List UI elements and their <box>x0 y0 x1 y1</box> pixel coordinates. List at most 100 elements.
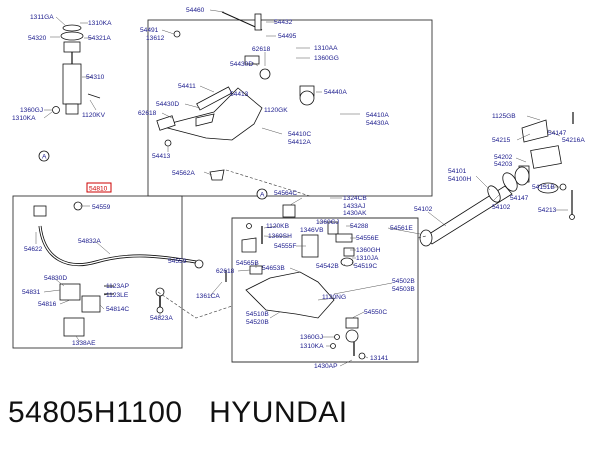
callout-label: 54520B <box>246 319 269 326</box>
callout-label: 54215 <box>492 137 511 144</box>
callout-label: 54413 <box>230 91 249 98</box>
callout-label: 54411 <box>178 83 196 90</box>
exploded-parts-diagram: A <box>12 7 585 370</box>
callout-label: 54410C <box>288 131 311 138</box>
callout-label: 54832A <box>78 238 101 245</box>
stabilizer-group-box <box>12 195 183 349</box>
callout-label: 54321A <box>88 35 111 42</box>
callout-label: 1433AJ <box>343 203 365 210</box>
callout-label: 54216A <box>562 137 585 144</box>
callout-label: 1310KA <box>12 115 36 122</box>
callout-label: 1360GJ <box>316 219 339 226</box>
upper-control-arm-part <box>156 11 315 181</box>
upper-arm-group-box <box>147 19 433 197</box>
callout-label: 54202 <box>494 154 513 161</box>
callout-label: 54320 <box>28 35 47 42</box>
callout-label: 54430D <box>156 101 179 108</box>
callout-label: 54550C <box>364 309 387 316</box>
callout-label: 54460 <box>186 7 205 14</box>
callout-label: 1324CB <box>343 195 367 202</box>
callout-label: 1310KA <box>300 343 324 350</box>
callout-label: 54831 <box>22 289 41 296</box>
callout-label: 1360GH <box>356 247 381 254</box>
callout-label: 54564C <box>274 190 297 197</box>
lower-control-arm-part <box>225 204 366 360</box>
callout-label: 54653B <box>262 265 285 272</box>
callout-label: 1120KB <box>266 223 290 230</box>
callout-label: 54430A <box>366 120 389 127</box>
callout-label: 54565B <box>236 260 259 267</box>
callout-label: 54502B <box>392 278 415 285</box>
callout-label: 62618 <box>138 110 157 117</box>
callout-label: 54213 <box>538 207 557 214</box>
callout-label: 54432 <box>274 19 293 26</box>
part-number: 54805H1100 <box>8 396 183 429</box>
callout-label: 54519C <box>354 263 377 270</box>
callout-label: 54830D <box>44 275 67 282</box>
callout-label: 54561E <box>390 225 413 232</box>
callout-label: 54101 <box>448 168 467 175</box>
callout-label: 54102 <box>492 204 511 211</box>
callout-label: 1430AP <box>314 363 338 370</box>
callout-label: 54816 <box>38 301 57 308</box>
callout-label: 62618 <box>252 46 271 53</box>
reference-marker-a-top <box>38 150 50 162</box>
callout-label: 54100H <box>448 176 471 183</box>
callout-labels: 1311GA 1310KA 54320 54321A 54310 1360GJ … <box>12 7 585 370</box>
callout-label: 54310 <box>86 74 105 81</box>
callout-label: 54440A <box>324 89 347 96</box>
callout-label: 54151B <box>532 184 555 191</box>
callout-label: 1123AP <box>106 283 130 290</box>
callout-label: 54814C <box>106 306 129 313</box>
callout-label: 54203 <box>494 161 513 168</box>
brand-name: HYUNDAI <box>209 396 348 429</box>
callout-label: 54510B <box>246 311 269 318</box>
callout-label: 1120KV <box>82 112 106 119</box>
callout-label: 1360GG <box>314 55 339 62</box>
reference-marker-a-mid-label: A <box>260 192 265 199</box>
callout-label: 54559 <box>92 204 111 211</box>
callout-label: 1360GJ <box>20 107 43 114</box>
callout-label: 54410A <box>366 112 389 119</box>
callout-label: 1311GA <box>30 14 54 21</box>
stabilizer-bar-part <box>33 201 204 337</box>
callout-label: 54413 <box>152 153 171 160</box>
highlighted-part-box <box>86 182 112 193</box>
callout-label: 1310AA <box>314 45 338 52</box>
highlighted-part-label: 54810 <box>89 186 108 193</box>
callout-label: 13141 <box>370 355 389 362</box>
callout-label: 1369SH <box>268 233 292 240</box>
reference-marker-a-mid <box>256 188 268 200</box>
callout-label: 54102 <box>414 206 433 213</box>
lower-arm-group-box <box>231 217 419 363</box>
callout-label: 54503B <box>392 286 415 293</box>
callout-label: 54412A <box>288 139 311 146</box>
callout-label: 1361CA <box>196 293 220 300</box>
callout-label: 54556E <box>356 235 379 242</box>
drive-shaft-part <box>419 112 575 247</box>
callout-label: 13612 <box>146 35 165 42</box>
callout-label: 54622 <box>24 246 43 253</box>
callout-label: 54147 <box>510 195 529 202</box>
callout-label: 54823A <box>150 315 173 322</box>
reference-marker-a-top-label: A <box>42 154 47 161</box>
callout-label: 54542B <box>316 263 339 270</box>
callout-label: 1125GB <box>492 113 516 120</box>
callout-label: 54559 <box>168 258 187 265</box>
part-caption: 54805H1100 HYUNDAI <box>8 396 348 430</box>
callout-label: 54147 <box>548 130 567 137</box>
callout-label: 1360GJ <box>300 334 323 341</box>
callout-label: 1346VB <box>300 227 324 234</box>
callout-label: 1123LE <box>106 292 129 299</box>
callout-label: 1338AE <box>72 340 96 347</box>
connection-line <box>417 235 427 239</box>
callout-label: 1120GK <box>264 107 288 114</box>
callout-label: 54491 <box>140 27 159 34</box>
callout-label: 54555F <box>274 243 296 250</box>
callout-label: 54495 <box>278 33 297 40</box>
connection-line <box>225 169 311 197</box>
callout-label: 1310JA <box>356 255 379 262</box>
callout-label: 1310KA <box>88 20 112 27</box>
callout-label: 54288 <box>350 223 369 230</box>
callout-label: 62618 <box>216 268 235 275</box>
